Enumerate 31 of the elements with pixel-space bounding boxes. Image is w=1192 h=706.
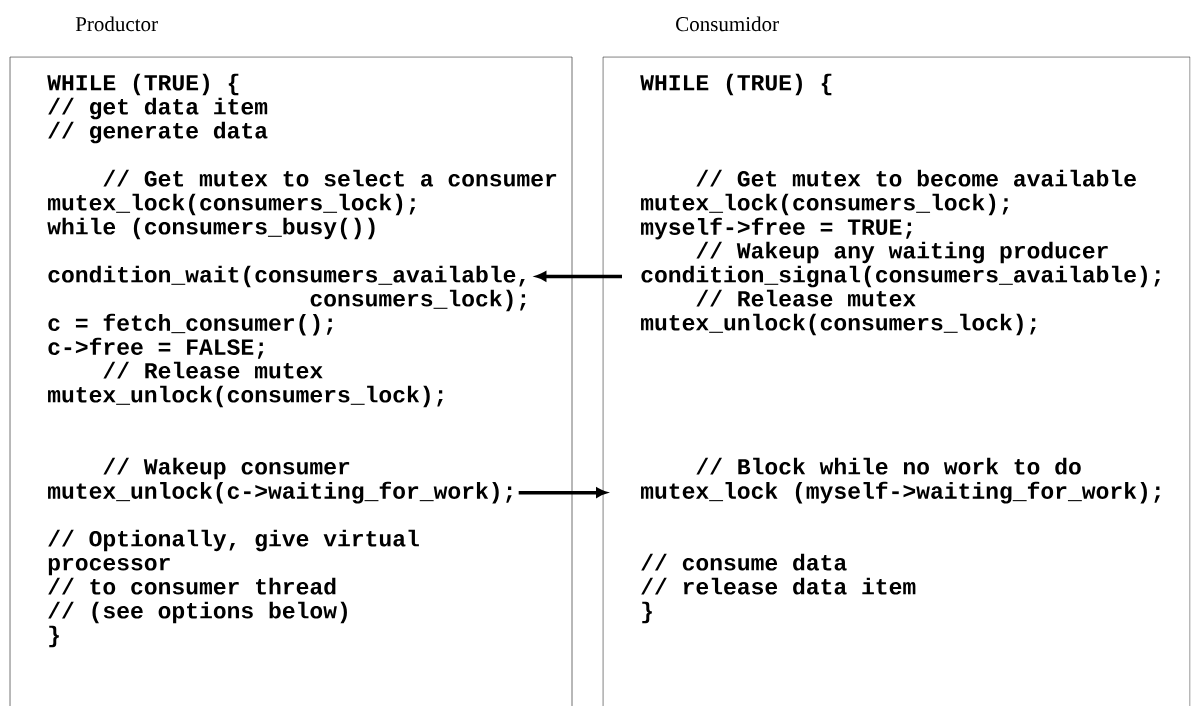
code-line: myself->free = TRUE; [640, 217, 912, 240]
code-line: mutex_unlock(consumers_lock); [48, 385, 443, 408]
code-line: // consume data [641, 553, 847, 571]
code-line: // generate data [48, 121, 268, 144]
code-line: // Optionally, give virtual processor [48, 529, 419, 576]
code-line: // release data item [641, 577, 916, 595]
code-line: // get data item [48, 97, 268, 120]
code-line: // to consumer thread [48, 577, 336, 595]
code-line: mutex_lock (myself->waiting_for_work); [640, 481, 1160, 504]
code-line: } [49, 625, 59, 648]
code-line: // Release mutex [696, 289, 916, 307]
code-line: // Wakeup consumer [103, 457, 350, 480]
code-line: condition_wait(consumers_available, [48, 265, 525, 288]
code-line: consumers_lock); [310, 289, 526, 312]
code-line: condition_signal(consumers_available); [641, 265, 1160, 288]
code-line: c = fetch_consumer(); [48, 313, 333, 336]
code-line: WHILE (TRUE) { [47, 73, 239, 96]
code-line: // (see options below) [48, 601, 347, 624]
code-line: // Release mutex [103, 361, 323, 379]
code-line: mutex_lock(consumers_lock); [640, 193, 1009, 216]
code-line: mutex_unlock(c->waiting_for_work); [48, 481, 512, 504]
code-line: // Block while no work to do [696, 457, 1081, 475]
code-line: while (consumers_busy()) [47, 217, 375, 240]
code-line: // Wakeup any waiting producer [696, 241, 1108, 264]
code-line: c->free = FALSE; [48, 337, 264, 359]
code-line: mutex_lock(consumers_lock); [48, 193, 416, 216]
code-line: // Get mutex to become available [696, 169, 1136, 187]
code-line: mutex_unlock(consumers_lock); [640, 313, 1036, 336]
code-line: WHILE (TRUE) { [640, 73, 832, 96]
code-line: // Get mutex to select a consumer [103, 169, 557, 187]
code-line: } [642, 601, 652, 624]
